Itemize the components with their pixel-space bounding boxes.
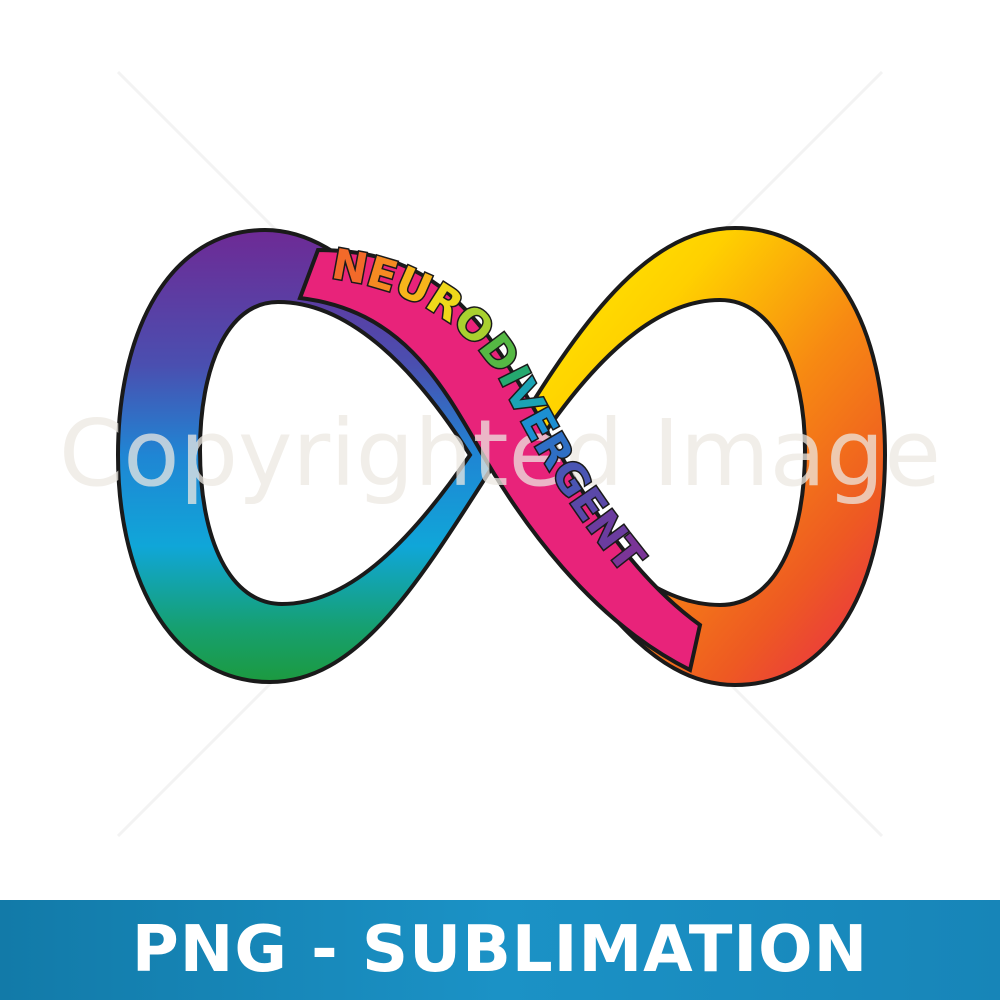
infinity-left-loop <box>115 227 500 685</box>
banner: PNG - SUBLIMATION <box>0 900 1000 1000</box>
banner-label: PNG - SUBLIMATION <box>131 913 869 987</box>
watermark-text: Copyrighted Image <box>59 400 941 507</box>
neurodivergent-ribbon <box>297 247 703 673</box>
